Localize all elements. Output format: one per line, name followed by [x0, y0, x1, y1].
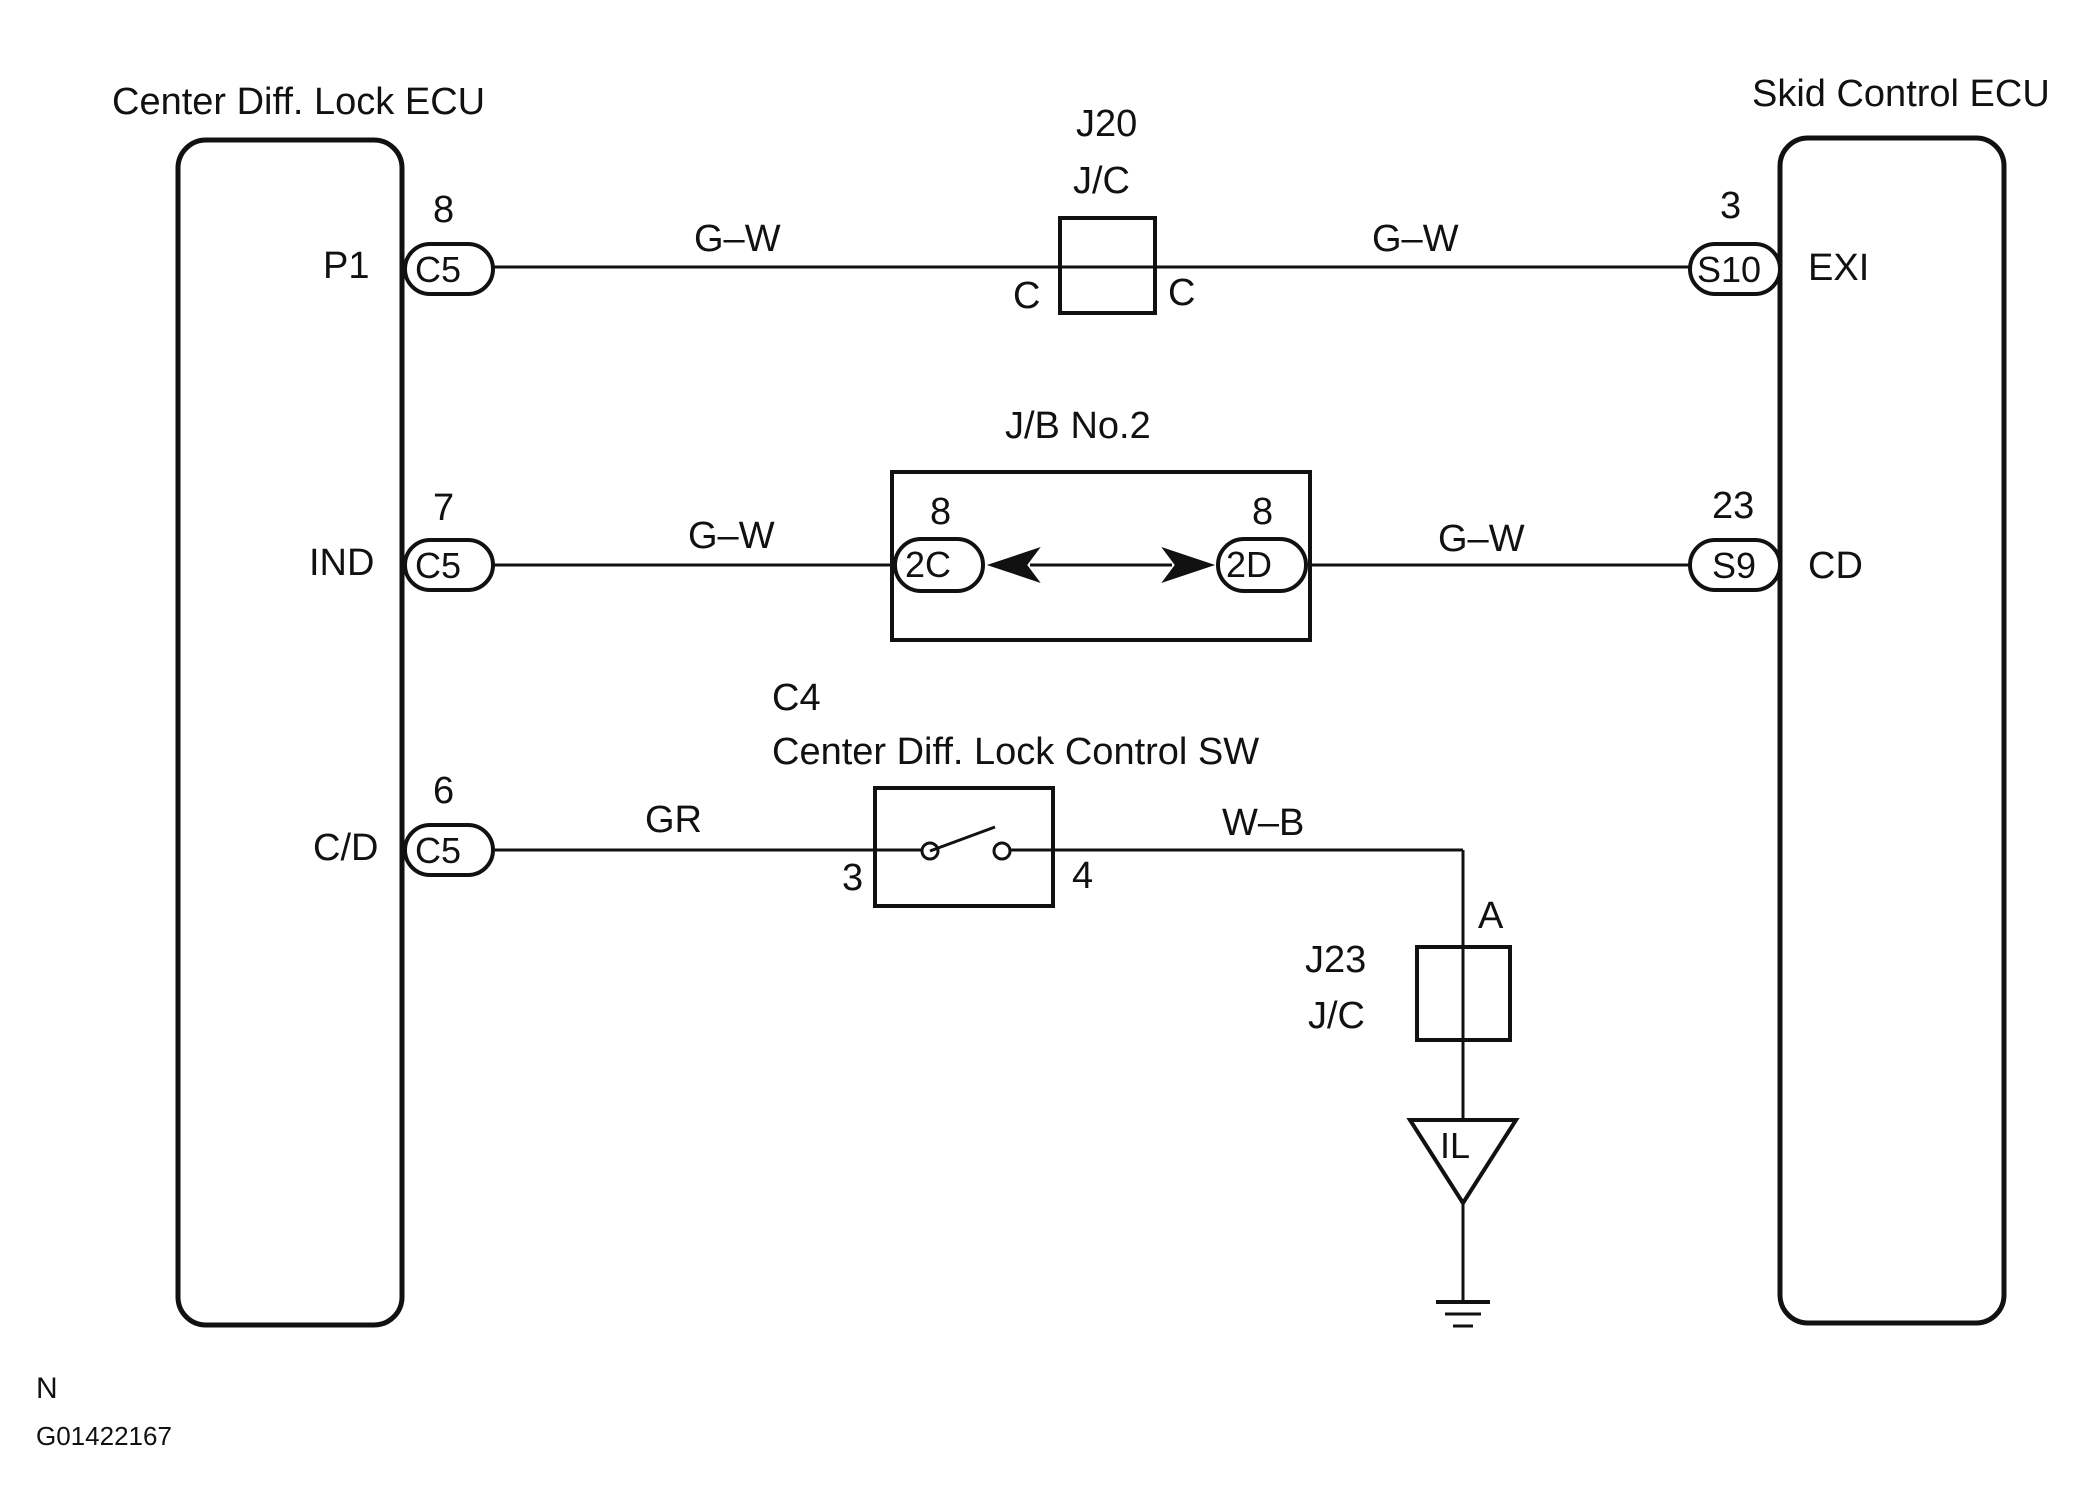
switch-name: Center Diff. Lock Control SW	[772, 731, 1259, 773]
connector-s10	[1688, 242, 1782, 296]
connector-2c-label: 2C	[905, 544, 951, 585]
jb2-title: J/B No.2	[1005, 405, 1151, 447]
left-pin-8: 8	[433, 189, 454, 231]
wire-p1-right-color: G–W	[1372, 218, 1459, 260]
switch-id: C4	[772, 677, 821, 719]
left-terminal-ind: IND	[309, 542, 374, 584]
right-ecu-box	[1777, 135, 2007, 1326]
connector-s10-label: S10	[1697, 249, 1761, 290]
left-pin-6: 6	[433, 770, 454, 812]
connector-2c	[893, 537, 985, 593]
switch-lever	[929, 825, 996, 853]
footer-code: N	[36, 1372, 58, 1405]
switch-box	[873, 786, 1055, 908]
left-ecu-box	[175, 137, 405, 1328]
right-pin-23: 23	[1712, 485, 1754, 527]
wire-cd-right-color: W–B	[1222, 802, 1304, 844]
jb2-right-arrow-icon	[1161, 547, 1216, 583]
ground-point-label: IL	[1440, 1125, 1470, 1166]
left-ecu-title: Center Diff. Lock ECU	[112, 81, 485, 123]
ground-point-triangle-icon	[1406, 1118, 1520, 1207]
left-pin-7: 7	[433, 487, 454, 529]
connector-c5-ind-label: C5	[415, 545, 461, 586]
j20-id: J20	[1076, 103, 1137, 145]
right-terminal-exi: EXI	[1808, 247, 1869, 289]
j23-id: J23	[1305, 939, 1366, 981]
connector-c5-cd-label: C5	[415, 830, 461, 871]
j20-right-pin: C	[1168, 272, 1195, 314]
figure-id: G01422167	[36, 1421, 172, 1451]
right-pin-3: 3	[1720, 185, 1741, 227]
switch-pin-4: 4	[1072, 855, 1093, 897]
j23-pin: A	[1478, 895, 1504, 937]
switch-contact-right	[992, 841, 1012, 861]
ground-symbol-icon	[1436, 1300, 1490, 1328]
j20-type: J/C	[1073, 160, 1130, 202]
connector-2d	[1216, 537, 1308, 593]
left-terminal-p1: P1	[323, 245, 369, 287]
connector-s9	[1688, 538, 1782, 592]
right-ecu-title: Skid Control ECU	[1752, 73, 2050, 115]
wire-p1-left-color: G–W	[694, 218, 781, 260]
left-terminal-cd: C/D	[313, 827, 378, 869]
wire-cd-left-color: GR	[645, 799, 702, 841]
connector-c5-p1	[403, 242, 495, 296]
jb2-left-pin: 8	[930, 491, 951, 533]
jb2-right-pin: 8	[1252, 491, 1273, 533]
connector-c5-p1-label: C5	[415, 249, 461, 290]
connector-s9-label: S9	[1712, 545, 1756, 586]
connector-2d-label: 2D	[1226, 544, 1272, 585]
right-terminal-cd: CD	[1808, 545, 1863, 587]
wire-ind-left-color: G–W	[688, 515, 775, 557]
switch-pin-3: 3	[842, 857, 863, 899]
j20-left-pin: C	[1013, 275, 1040, 317]
jb2-left-arrow-icon	[986, 547, 1041, 583]
j23-type: J/C	[1308, 995, 1365, 1037]
wire-ind-right-color: G–W	[1438, 518, 1525, 560]
